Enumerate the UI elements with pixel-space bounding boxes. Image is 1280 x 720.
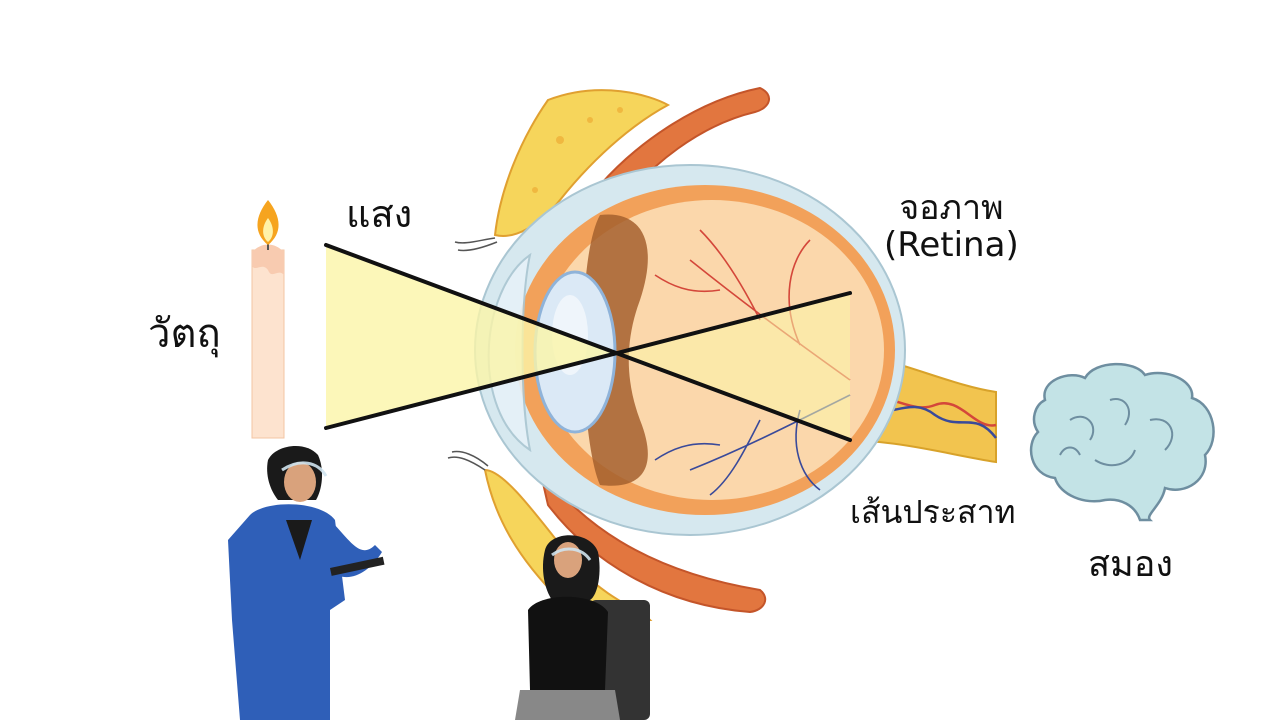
light-label: แสง xyxy=(346,192,413,236)
object-label: วัตถุ xyxy=(148,311,221,357)
light-beam xyxy=(326,245,850,440)
retina-label-thai: จอภาพ xyxy=(899,188,1004,228)
seated-person xyxy=(515,535,650,720)
ray-lower xyxy=(324,291,852,430)
optic-nerve-label: เส้นประสาท xyxy=(850,493,1016,531)
retina-label-en: (Retina) xyxy=(884,225,1019,266)
upper-bone xyxy=(493,89,671,237)
ray-upper xyxy=(324,243,852,442)
presenter-person xyxy=(228,445,385,720)
candle-icon xyxy=(251,200,285,439)
retina-label: จอภาพ (Retina) xyxy=(884,188,1019,266)
brain-icon xyxy=(1029,362,1215,522)
eyelashes xyxy=(447,237,498,471)
light-rays xyxy=(324,243,852,442)
brain-label: สมอง xyxy=(1088,544,1173,585)
